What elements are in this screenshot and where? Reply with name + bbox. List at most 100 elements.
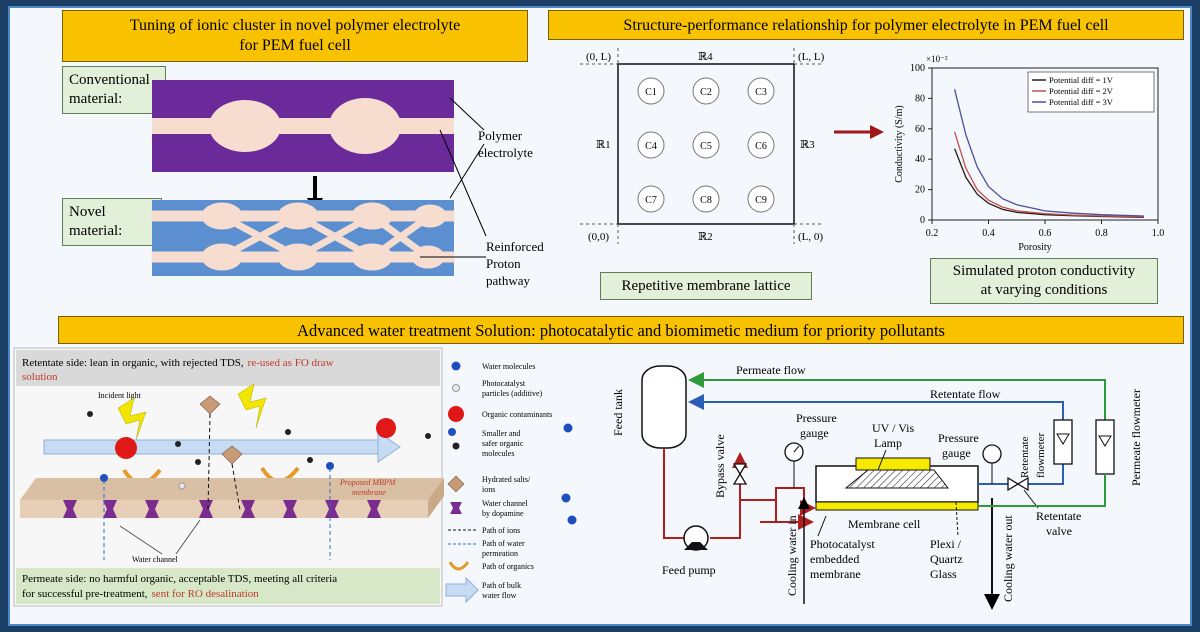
illustration-legend: Water molecules Photocatalyst particles … [445, 361, 577, 604]
plexi-label-2: Quartz [930, 552, 963, 566]
retentate-flowmeter-label-2: flowmeter [1035, 432, 1047, 478]
panel-a-title-line2: for PEM fuel cell [239, 37, 351, 54]
lattice-cell [747, 77, 775, 105]
reinforced-pathway-label-3: pathway [486, 273, 531, 288]
series-line [953, 131, 1144, 218]
lattice-cell [692, 185, 720, 213]
dopamine-channel-legend-icon [450, 502, 462, 514]
legend-water-perm-1: Path of water [482, 539, 525, 548]
permeate-out-line [978, 474, 1106, 507]
chart-caption: Simulated proton conductivity at varying… [930, 258, 1158, 304]
lattice-cell [747, 131, 775, 159]
bypass-valve-label: Bypass valve [713, 434, 727, 498]
legend-organic: Organic contaminants [482, 410, 552, 419]
boundary-bottom: ℝ2 [698, 231, 713, 243]
retentate-out-line [978, 464, 1064, 485]
panel-c-title-text: Advanced water treatment Solution: photo… [297, 321, 945, 340]
legend-photocatalyst-1: Photocatalyst [482, 379, 526, 388]
lamp-pointer [877, 449, 887, 471]
boundary-top: ℝ4 [698, 51, 713, 63]
boundary-left: ℝ1 [596, 139, 611, 151]
lightning-icon [117, 383, 267, 441]
conventional-label-line2: material: [69, 91, 123, 107]
y-tick-label: 0 [920, 215, 925, 226]
reinforced-pathway-label-2: Proton [486, 256, 521, 271]
proposed-membrane-label-1: Proposed MBPM [339, 478, 397, 487]
x-tick-label: 0.2 [926, 228, 939, 239]
corner-bl: (0,0) [588, 231, 609, 243]
novel-channels [151, 202, 455, 271]
photocatalyst-label-3: membrane [810, 567, 861, 581]
chart-caption-line2: at varying conditions [980, 282, 1108, 298]
feed-pump-label: Feed pump [662, 563, 716, 577]
feed-pump-outlet [684, 542, 708, 550]
legend-smaller-1: Smaller and [482, 429, 520, 438]
water-molecules [100, 428, 456, 482]
ionic-cluster-2 [329, 98, 401, 154]
lattice-cell-label: C8 [700, 195, 712, 206]
legend-photocatalyst-2: particles (additive) [482, 389, 543, 398]
reinforced-pathway-label-1: Reinforced [486, 239, 544, 254]
lattice-cell-label: C4 [645, 141, 657, 152]
x-tick-label: 0.6 [1039, 228, 1052, 239]
lattice-cell-label: C5 [700, 141, 712, 152]
cooling-out-label: Cooling water out [1001, 515, 1015, 602]
permeate-note-1: Permeate side: no harmful organic, accep… [22, 573, 337, 585]
legend-entry: Potential diff = 3V [1049, 97, 1114, 107]
water-molecule-icon [451, 361, 461, 371]
gauge-needle [793, 445, 800, 453]
panel-c-title: Advanced water treatment Solution: photo… [58, 316, 1184, 344]
lattice-caption: Repetitive membrane lattice [600, 272, 812, 300]
legend-smaller-2: safer organic [482, 439, 524, 448]
panel-b-title-text: Structure-performance relationship for p… [623, 17, 1109, 34]
lattice-cell [692, 77, 720, 105]
uv-lamp-icon [844, 469, 950, 489]
feed-tank-label: Feed tank [611, 389, 625, 436]
dopamine-channel [283, 500, 297, 518]
lattice-cell-label: C6 [755, 141, 767, 152]
lattice-cell [747, 185, 775, 213]
water-channel-label: Water channel [132, 555, 179, 564]
bulk-flow-legend-icon [445, 576, 479, 604]
permeate-flowmeter-label: Permeate flowmeter [1129, 389, 1143, 486]
legend-ions: Path of ions [482, 526, 520, 535]
legend-channel-2: by dopamine [482, 509, 524, 518]
polymer-electrolyte-label-1: Polymer [478, 128, 523, 143]
organic-contaminant-icon [376, 418, 396, 438]
incident-light-label: Incident light [98, 391, 142, 400]
legend-channel-1: Water channel [482, 499, 529, 508]
legend-entry: Potential diff = 2V [1049, 86, 1114, 96]
retentate-flowmeter-float [1056, 433, 1070, 445]
feed-tank [641, 365, 687, 449]
legend-smaller-3: molecules [482, 449, 514, 458]
retentate-note: Retentate side: lean in organic, with re… [22, 357, 334, 369]
legend-water-perm-2: permeation [482, 549, 518, 558]
organics-path-legend-icon [448, 561, 470, 571]
permeate-flow-label: Permeate flow [736, 363, 806, 377]
lattice-cell-label: C1 [645, 87, 657, 98]
hydrated-salt-legend-icon [447, 475, 465, 493]
photocatalyst-icon [452, 384, 460, 392]
x-tick-label: 0.8 [1095, 228, 1108, 239]
panel-a-title: Tuning of ionic cluster in novel polymer… [62, 10, 528, 62]
dopamine-channel [199, 500, 213, 518]
panel-a-title-line1: Tuning of ionic cluster in novel polymer… [129, 17, 461, 34]
retentate-banner [16, 350, 440, 386]
dopamine-channel [241, 500, 255, 518]
permeate-flow-line [688, 372, 1106, 420]
y-tick-label: 20 [915, 185, 925, 196]
permeate-note-2: for successful pre-treatment,sent for RO… [22, 588, 259, 600]
y-axis-label: Conductivity (S/m) [894, 105, 905, 183]
x-tick-label: 1.0 [1152, 228, 1165, 239]
path-lines [103, 413, 331, 560]
pressure-gauge-2-label-2: gauge [942, 446, 971, 460]
series-line [953, 148, 1144, 218]
permeate-banner [16, 568, 440, 604]
x-axis-label: Porosity [1018, 242, 1051, 253]
lattice-cell [637, 77, 665, 105]
y-tick-label: 80 [915, 93, 925, 104]
photocatalyst-label-1: Photocatalyst [810, 537, 875, 551]
hydrated-salt-icons [199, 395, 243, 465]
novel-label-line1: Novel [69, 204, 106, 220]
